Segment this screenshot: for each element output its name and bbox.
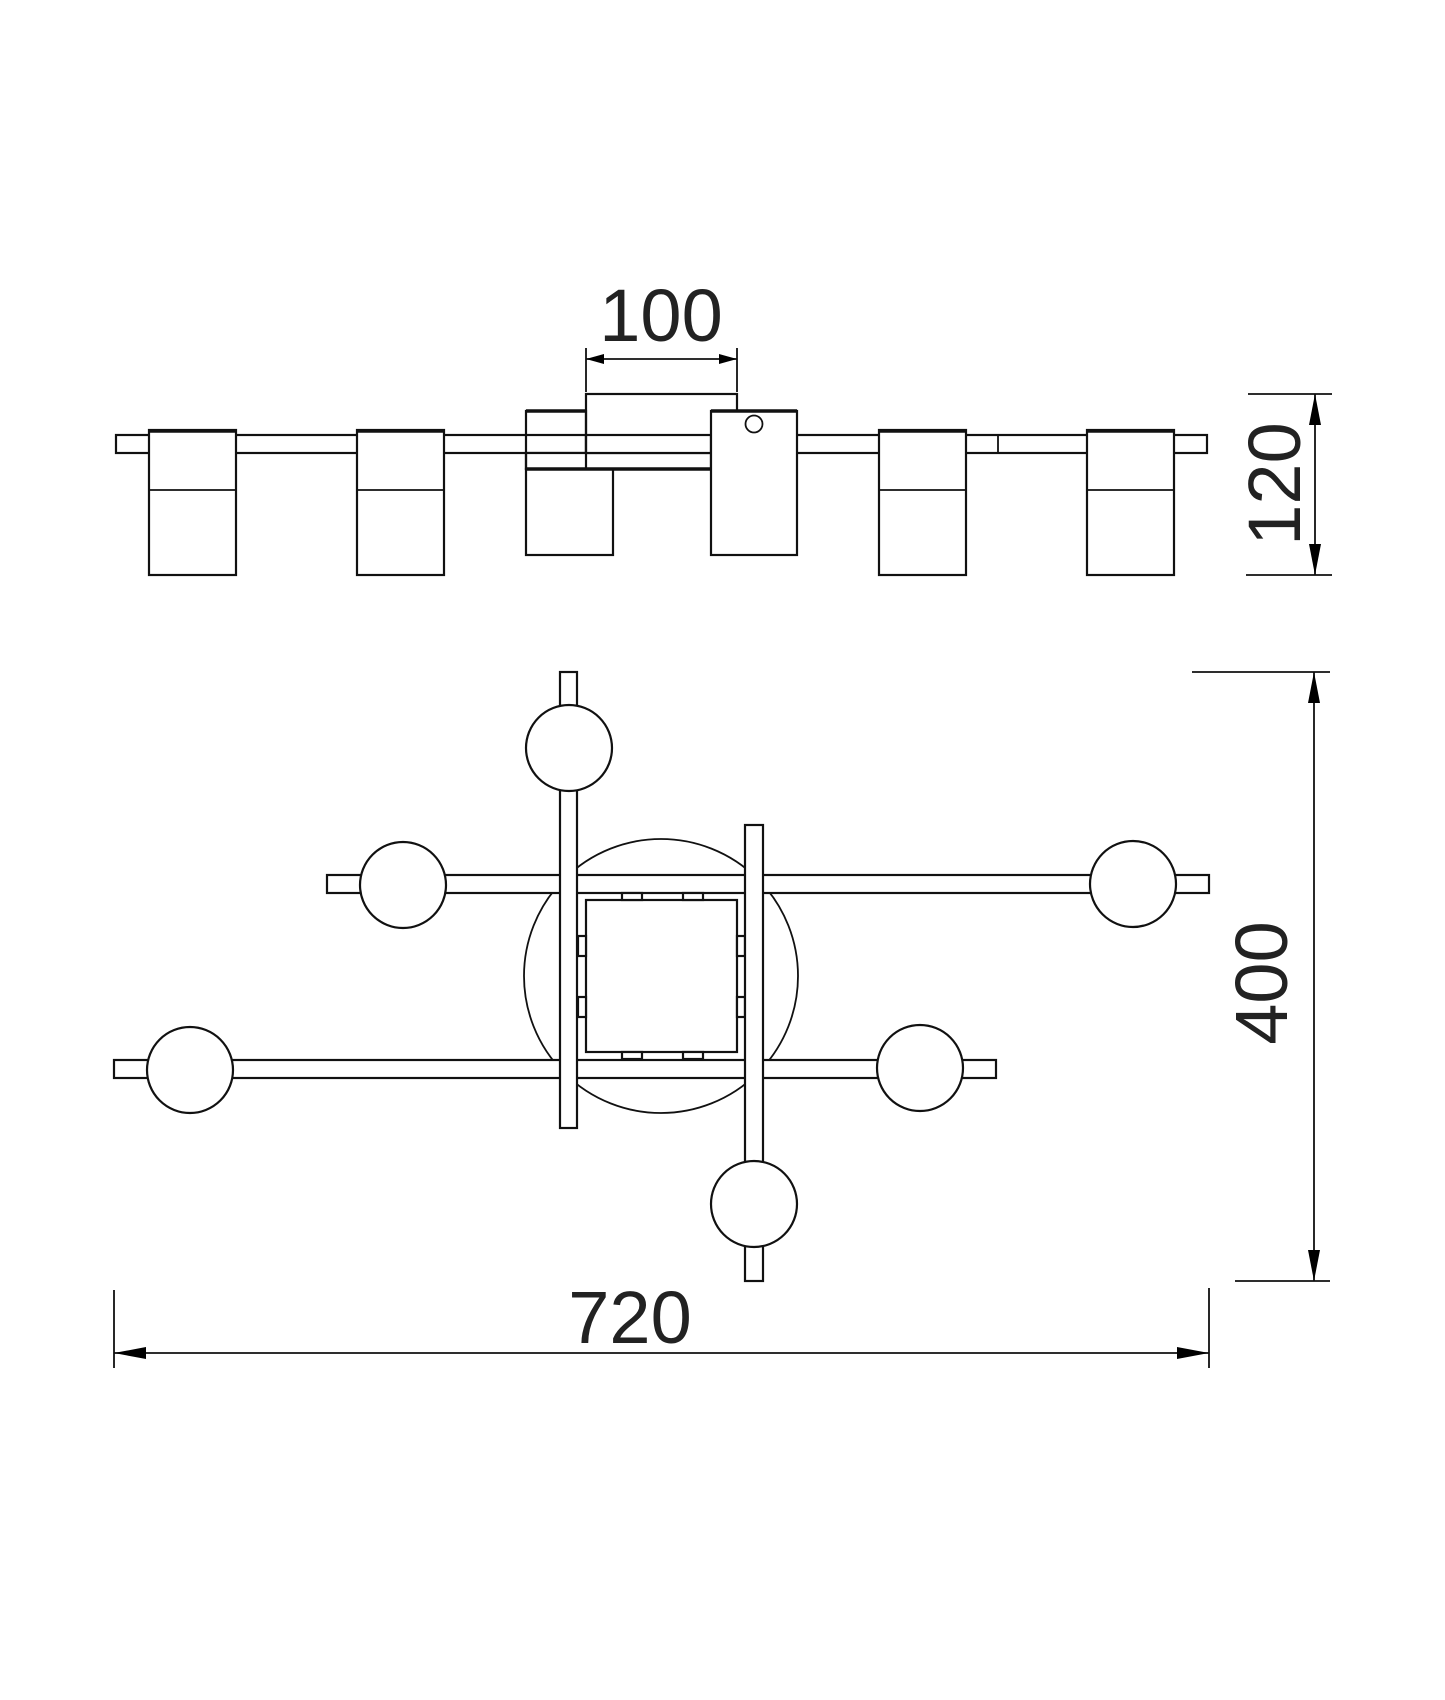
dimension-label-720: 720 <box>568 1276 691 1359</box>
plan-view <box>112 670 1211 1283</box>
side-elevation-view <box>114 392 1209 577</box>
plan-globe-lower-right <box>875 1023 965 1113</box>
plan-arm-upper <box>325 873 1211 895</box>
dimension-height: 120 <box>1233 393 1332 576</box>
dimension-depth: 400 <box>1192 671 1330 1282</box>
arrow-up-icon <box>1308 672 1320 703</box>
side-canopy <box>524 392 739 471</box>
dimension-label-120: 120 <box>1233 422 1316 545</box>
side-light-head-5 <box>877 428 968 577</box>
arrow-right-icon <box>1177 1347 1209 1359</box>
dimension-canopy-width: 100 <box>585 274 738 392</box>
hole-icon <box>744 414 764 434</box>
dimension-width: 720 <box>113 1276 1210 1368</box>
arrow-up-icon <box>1309 394 1321 425</box>
dimension-label-100: 100 <box>599 274 722 357</box>
plan-square-mount <box>576 891 747 1061</box>
plan-globe-upper-right <box>1088 839 1178 929</box>
side-light-head-3 <box>524 409 711 557</box>
arrow-down-icon <box>1308 1250 1320 1281</box>
plan-globe-bottom <box>709 1159 799 1249</box>
side-light-head-1 <box>147 428 238 577</box>
side-light-head-2 <box>355 428 446 577</box>
side-light-head-4 <box>709 409 799 557</box>
dimension-label-400: 400 <box>1220 921 1303 1044</box>
arrow-down-icon <box>1309 544 1321 575</box>
arrow-right-icon <box>719 354 737 364</box>
plan-globe-lower-left <box>145 1025 235 1115</box>
side-light-head-6 <box>1085 428 1176 577</box>
arrow-left-icon <box>586 354 604 364</box>
plan-globe-top <box>524 703 614 793</box>
plan-globe-upper-left <box>358 840 448 930</box>
plan-arm-lower <box>112 1058 998 1080</box>
arrow-left-icon <box>114 1347 146 1359</box>
